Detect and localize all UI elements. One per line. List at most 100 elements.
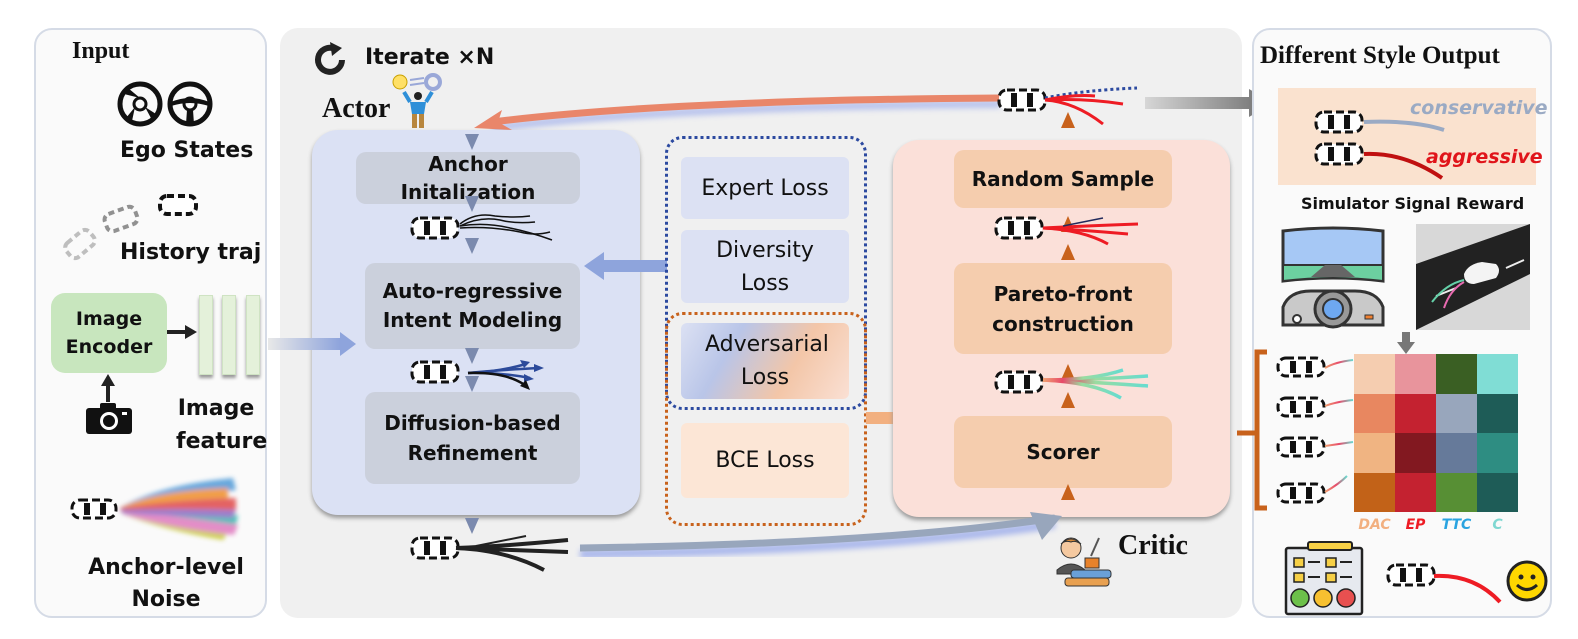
critic-title: Critic bbox=[1118, 530, 1188, 561]
image-encoder-block: Image Encoder bbox=[51, 293, 167, 373]
actor-module-diffusion: Diffusion-based Refinement bbox=[365, 392, 580, 484]
driving-simulator-icon bbox=[1281, 226, 1385, 329]
candidate-car-icon bbox=[1276, 436, 1326, 458]
steering-wheel-icon bbox=[167, 81, 213, 127]
score-cell bbox=[1477, 393, 1518, 433]
score-cell bbox=[1477, 433, 1518, 473]
score-heatmap bbox=[1354, 354, 1518, 512]
actor-module-intent: Auto-regressive Intent Modeling bbox=[365, 263, 580, 349]
score-cell bbox=[1395, 433, 1436, 473]
ego-car-icon bbox=[1314, 110, 1364, 134]
ego-car-icon bbox=[994, 216, 1044, 240]
candidate-trajectories bbox=[1324, 359, 1354, 493]
loss-label: Diversity Loss bbox=[716, 237, 814, 296]
style-output-box bbox=[1278, 88, 1536, 185]
evaluation-checklist-icon bbox=[1284, 541, 1364, 616]
metric-label-ep: EP bbox=[1405, 517, 1426, 533]
metric-label-ttc: TTC bbox=[1441, 517, 1472, 533]
metric-labels: DAC EP TTC C bbox=[1354, 517, 1518, 533]
score-cell bbox=[1354, 354, 1395, 394]
critic-module-pareto: Pareto-front construction bbox=[954, 263, 1172, 354]
module-label: Random Sample bbox=[971, 167, 1155, 191]
input-title: Input bbox=[72, 38, 130, 64]
style-label-conservative: conservative bbox=[1410, 97, 1548, 119]
critic-person-icon bbox=[1056, 537, 1112, 587]
history-traj-label: History traj bbox=[120, 240, 262, 265]
driving-scene-image bbox=[1416, 224, 1530, 330]
loss-label: Expert Loss bbox=[701, 175, 829, 201]
scored-trajectories bbox=[1042, 368, 1149, 400]
anchor-noise-label: Anchor-level Noise bbox=[88, 555, 244, 612]
image-feature-bar bbox=[246, 295, 260, 375]
score-cell bbox=[1477, 354, 1518, 394]
ego-car-icon bbox=[70, 498, 118, 520]
ego-car-icon bbox=[410, 360, 460, 384]
metric-label-c: C bbox=[1492, 517, 1503, 533]
actor-to-critic-arrow bbox=[579, 512, 1062, 559]
encoder-to-feature-arrow bbox=[167, 325, 197, 339]
aggressive-trajectory bbox=[1363, 151, 1444, 180]
score-cell bbox=[1354, 393, 1395, 433]
module-label: Auto-regressive Intent Modeling bbox=[382, 279, 563, 332]
iterate-icon bbox=[315, 42, 345, 75]
score-cell bbox=[1436, 472, 1477, 512]
selected-trajectories bbox=[1044, 86, 1138, 126]
metric-label-dac: DAC bbox=[1358, 517, 1391, 533]
loss-adversarial: Adversarial Loss bbox=[681, 323, 849, 399]
simulator-reward-label: Simulator Signal Reward bbox=[1301, 194, 1525, 213]
history-trajectory-icon bbox=[63, 194, 198, 261]
score-cell bbox=[1436, 433, 1477, 473]
actor-module-anchor-init: Anchor Initalization bbox=[356, 152, 580, 204]
camera-to-encoder-arrow bbox=[101, 374, 115, 402]
refined-trajectories bbox=[455, 535, 569, 572]
final-trajectory bbox=[1433, 573, 1502, 604]
ego-car-icon bbox=[994, 370, 1044, 394]
conservative-trajectory bbox=[1363, 119, 1445, 132]
image-feature-bar bbox=[222, 295, 236, 375]
actor-person-icon bbox=[392, 73, 442, 128]
score-cell bbox=[1354, 433, 1395, 473]
sampled-trajectories bbox=[1042, 217, 1139, 246]
candidate-car-icon bbox=[1276, 482, 1326, 504]
loss-label: Adversarial Loss bbox=[705, 332, 829, 390]
iterate-label: Iterate ×N bbox=[365, 45, 495, 70]
feature-to-actor-arrow bbox=[268, 332, 356, 356]
score-cell bbox=[1436, 354, 1477, 394]
feedback-arrow bbox=[474, 94, 1001, 132]
ego-car-icon bbox=[410, 536, 460, 560]
loss-expert: Expert Loss bbox=[681, 157, 849, 219]
losses-to-actor-arrow bbox=[584, 252, 667, 280]
image-feature-bar bbox=[199, 295, 213, 375]
loss-diversity: Diversity Loss bbox=[681, 230, 849, 303]
loss-label: BCE Loss bbox=[715, 448, 815, 473]
anchor-trajectories bbox=[459, 214, 553, 241]
smiley-face-icon bbox=[1506, 560, 1548, 602]
actor-title: Actor bbox=[322, 93, 391, 124]
loss-bce: BCE Loss bbox=[681, 423, 849, 498]
intent-trajectories bbox=[467, 360, 544, 390]
score-cell bbox=[1395, 472, 1436, 512]
score-cell bbox=[1395, 354, 1436, 394]
camera-icon bbox=[86, 403, 132, 434]
module-label: Pareto-front construction bbox=[992, 281, 1134, 336]
critic-module-scorer: Scorer bbox=[954, 416, 1172, 488]
ego-car-icon bbox=[1314, 142, 1364, 166]
candidate-bracket bbox=[1237, 349, 1267, 511]
module-label: Diffusion-based Refinement bbox=[384, 411, 561, 465]
reward-down-arrow bbox=[1397, 332, 1415, 354]
flow-arrows-critic bbox=[1061, 112, 1075, 500]
critic-module-random-sample: Random Sample bbox=[954, 150, 1172, 208]
candidate-car-icon bbox=[1276, 396, 1326, 418]
module-label: Scorer bbox=[1026, 440, 1100, 464]
candidate-car-icon bbox=[1276, 356, 1326, 378]
score-cell bbox=[1477, 472, 1518, 512]
ego-car-icon bbox=[410, 216, 460, 240]
ego-car-icon bbox=[1386, 563, 1436, 587]
score-cell bbox=[1436, 393, 1477, 433]
output-title: Different Style Output bbox=[1260, 42, 1500, 69]
style-label-aggressive: aggressive bbox=[1426, 146, 1543, 168]
anchor-noise-cloud bbox=[120, 478, 238, 540]
score-cell bbox=[1354, 472, 1395, 512]
flow-arrows-actor bbox=[465, 134, 479, 534]
ego-states-label: Ego States bbox=[120, 138, 254, 163]
